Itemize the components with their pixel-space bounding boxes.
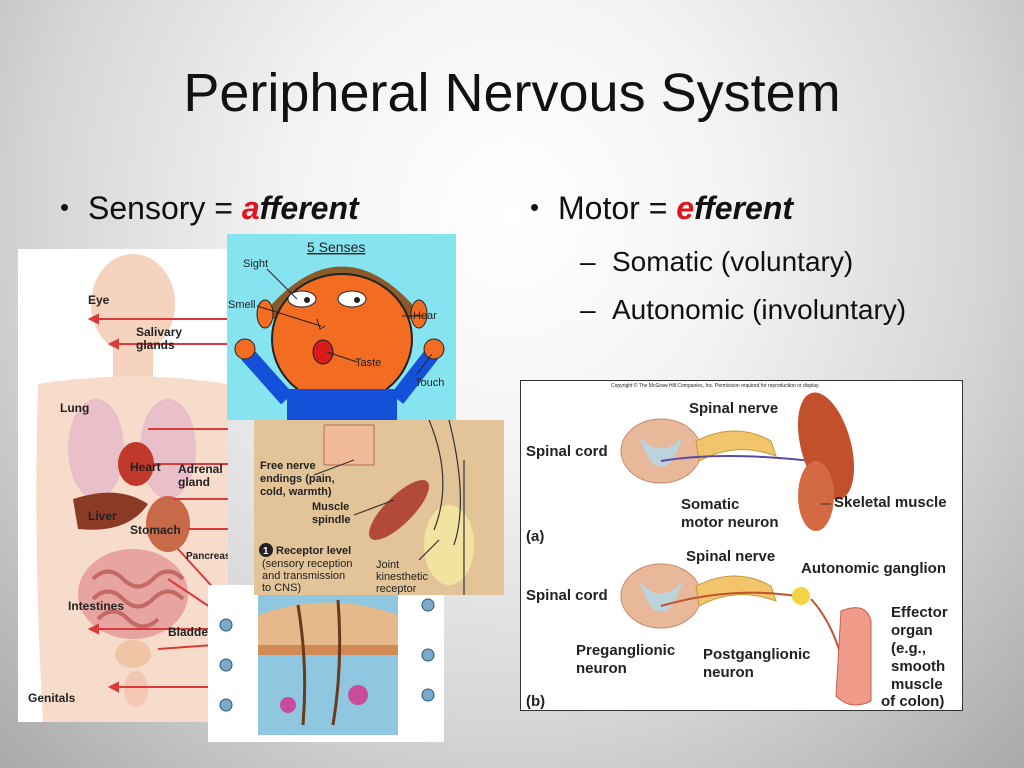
bullet-dot: •: [60, 192, 70, 222]
motor-prefix: Motor =: [558, 190, 677, 226]
salivary-label: Salivary: [136, 325, 182, 339]
efferent-first-letter: e: [676, 190, 695, 226]
receptor-desc-line3: to CNS): [262, 582, 301, 594]
b-tag: (b): [526, 693, 545, 710]
motor-bullet: • Motor = efferent: [530, 190, 793, 227]
sight-label: Sight: [243, 258, 268, 270]
receptor-level-title: Receptor level: [276, 545, 351, 557]
free-nerve-line1: Free nerve: [260, 460, 316, 472]
bullet-dot: •: [530, 192, 540, 222]
a-tag: (a): [526, 528, 544, 545]
post-line2: neuron: [703, 664, 754, 681]
free-nerve-line3: cold, warmth): [260, 486, 332, 498]
glands-label: glands: [136, 338, 175, 352]
afferent-rest: fferent: [259, 190, 359, 226]
joint-line2: kinesthetic: [376, 571, 428, 583]
lung-label: Lung: [60, 401, 89, 415]
smell-label: Smell: [228, 299, 256, 311]
intestines-label: Intestines: [68, 599, 124, 613]
gland-label: gland: [178, 475, 210, 489]
a-somatic-line1: Somatic: [681, 496, 739, 513]
effector-line6: of colon): [881, 693, 944, 710]
bladder-label: Bladder: [168, 625, 213, 639]
muscle-line1: Muscle: [312, 501, 349, 513]
eye-label: Eye: [88, 293, 110, 307]
receptor-level-diagram: Free nerve endings (pain, cold, warmth) …: [254, 420, 504, 595]
b-spinal-nerve-label: Spinal nerve: [686, 548, 775, 565]
muscle-line2: spindle: [312, 514, 351, 526]
effector-line3: (e.g.,: [891, 640, 926, 657]
five-senses-cartoon: 5 Senses Sight Smell Hear Taste Touch: [227, 234, 456, 420]
effector-line1: Effector: [891, 604, 948, 621]
sensory-prefix: Sensory =: [88, 190, 242, 226]
skin-receptors-diagram: [208, 585, 444, 742]
touch-label: Touch: [415, 377, 444, 389]
pre-line1: Preganglionic: [576, 642, 675, 659]
slide-title: Peripheral Nervous System: [183, 63, 841, 123]
sub-bullet-autonomic: –Autonomic (involuntary): [580, 294, 907, 325]
sub-bullet-somatic: –Somatic (voluntary): [580, 246, 854, 277]
autonomic-ganglion-label: Autonomic ganglion: [801, 560, 946, 577]
liver-label: Liver: [88, 509, 117, 523]
pre-line2: neuron: [576, 660, 627, 677]
free-nerve-line2: endings (pain,: [260, 473, 335, 485]
joint-line1: Joint: [376, 559, 399, 571]
copyright-notice: Copyright © The McGraw-Hill Companies, I…: [611, 382, 820, 389]
adrenal-label: Adrenal: [178, 462, 223, 476]
body-organs-diagram: Eye Salivary glands Lung Heart Adrenal g…: [18, 249, 228, 722]
five-senses-figure: 5 Senses Sight Smell Hear Taste Touch: [228, 239, 445, 420]
afferent-first-letter: a: [241, 190, 260, 226]
receptor-desc-line1: (sensory reception: [262, 558, 353, 570]
body-organs-figure: Eye Salivary glands Lung Heart Adrenal g…: [28, 254, 228, 722]
skeletal-muscle-label: Skeletal muscle: [834, 494, 947, 511]
genitals-label: Genitals: [28, 691, 76, 705]
sub-bullet-text: Autonomic (involuntary): [612, 294, 907, 325]
heart-label: Heart: [130, 460, 161, 474]
efferent-rest: fferent: [694, 190, 794, 226]
five-senses-title: 5 Senses: [307, 239, 365, 255]
taste-label: Taste: [355, 357, 381, 369]
sensory-bullet: • Sensory = afferent: [60, 190, 359, 227]
motor-efferent-diagram: Copyright © The McGraw-Hill Companies, I…: [520, 380, 963, 711]
motor-efferent-figure: Copyright © The McGraw-Hill Companies, I…: [526, 382, 948, 710]
stomach-label: Stomach: [130, 523, 181, 537]
hear-label: Hear: [413, 310, 437, 322]
receptor-desc-line2: and transmission: [262, 570, 345, 582]
effector-line5: muscle: [891, 676, 943, 693]
b-spinal-cord-label: Spinal cord: [526, 587, 608, 604]
joint-line3: receptor: [376, 583, 417, 595]
a-spinal-nerve-label: Spinal nerve: [689, 400, 778, 417]
a-spinal-cord-label: Spinal cord: [526, 443, 608, 460]
post-line1: Postganglionic: [703, 646, 811, 663]
sub-bullet-text: Somatic (voluntary): [612, 246, 854, 277]
effector-line4: smooth: [891, 658, 945, 675]
pancreas-label: Pancreas: [186, 551, 228, 562]
receptor-level-figure: Free nerve endings (pain, cold, warmth) …: [259, 420, 474, 595]
a-somatic-line2: motor neuron: [681, 514, 779, 531]
receptor-level-number: 1: [263, 546, 269, 557]
effector-line2: organ: [891, 622, 933, 639]
skin-cross-section-figure: [219, 595, 435, 735]
